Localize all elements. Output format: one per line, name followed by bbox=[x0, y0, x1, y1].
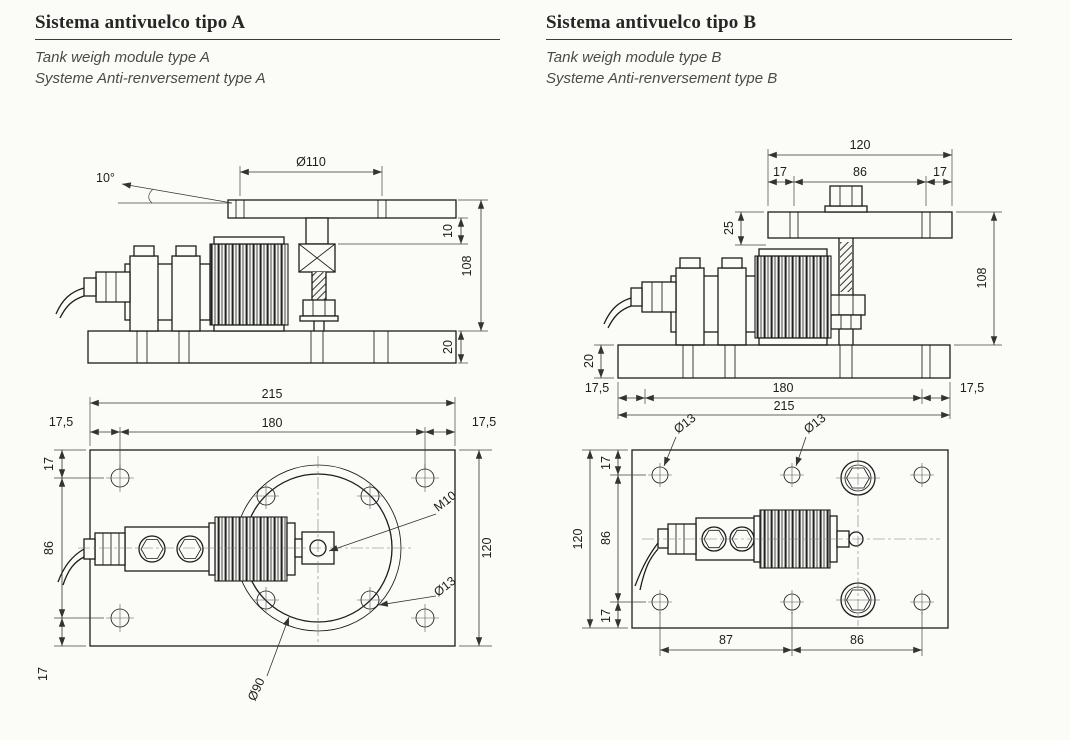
a-plan-dimensions: 215 17,5 180 17,5 17 86 17 bbox=[36, 387, 496, 703]
a-hex-bolt-head bbox=[178, 539, 202, 559]
b-clamp-bolt bbox=[717, 267, 747, 346]
a-dim-10: 10 bbox=[441, 224, 455, 238]
b-dim-86: 86 bbox=[599, 531, 613, 545]
type-a-side-view: 10° bbox=[55, 155, 488, 364]
b-dim-17-right: 17 bbox=[933, 165, 947, 179]
b-dim-86-bottom: 86 bbox=[850, 633, 864, 647]
a-dim-dia110: Ø110 bbox=[296, 155, 326, 169]
b-dim-17-bottom: 17 bbox=[599, 609, 613, 623]
b-bellows bbox=[754, 255, 832, 339]
b-dim-120-top: 120 bbox=[850, 138, 871, 152]
a-hex-bolt-head bbox=[140, 539, 164, 559]
a-load-cell-plan bbox=[57, 516, 335, 586]
title-rule-a bbox=[35, 39, 500, 40]
type-a-plan-view: 215 17,5 180 17,5 17 86 17 bbox=[36, 387, 496, 703]
b-dim-175-right: 17,5 bbox=[960, 381, 984, 395]
a-bolt-circle-holes bbox=[253, 483, 383, 613]
subtitle-fr-a: Systeme Anti-renversement type A bbox=[35, 70, 266, 87]
a-label-d90: Ø90 bbox=[245, 676, 268, 703]
b-clamp-bolt bbox=[675, 267, 705, 346]
a-bellows bbox=[209, 243, 289, 326]
a-rocker-neck bbox=[305, 217, 329, 245]
b-dim-108: 108 bbox=[975, 268, 989, 289]
b-label-d13-left: Ø13 bbox=[671, 411, 698, 437]
b-side-dimensions: 120 17 86 17 25 108 20 bbox=[582, 138, 1002, 419]
a-base-plate bbox=[87, 330, 457, 364]
b-anti-lift-bolt bbox=[824, 185, 868, 345]
a-angle-label: 10° bbox=[96, 171, 115, 185]
title-rule-b bbox=[546, 39, 1012, 40]
a-bellows-plan bbox=[214, 516, 288, 582]
a-dim-17-top: 17 bbox=[42, 457, 56, 471]
b-cable-plan bbox=[634, 542, 659, 587]
b-dim-175-left: 17,5 bbox=[585, 381, 609, 395]
b-top-plate bbox=[767, 211, 953, 239]
b-hex-nut bbox=[826, 294, 866, 316]
a-threaded-rod bbox=[312, 272, 326, 300]
b-dim-20: 20 bbox=[582, 354, 596, 368]
a-clamp-bolt bbox=[171, 255, 201, 332]
subtitle-en-a: Tank weigh module type A bbox=[35, 49, 210, 66]
a-cable-gland bbox=[95, 271, 131, 303]
b-load-cell-plan bbox=[634, 509, 864, 591]
b-cable bbox=[603, 297, 632, 325]
a-dim-17-bottom: 17 bbox=[36, 667, 50, 681]
a-top-plate bbox=[227, 199, 457, 219]
a-dim-215: 215 bbox=[262, 387, 283, 401]
b-dim-180: 180 bbox=[773, 381, 794, 395]
b-corner-holes bbox=[648, 463, 934, 614]
a-dim-175-right: 17,5 bbox=[472, 415, 496, 429]
title-type-a: Sistema antivuelco tipo A bbox=[35, 12, 246, 33]
b-dim-87: 87 bbox=[719, 633, 733, 647]
b-load-cell bbox=[603, 248, 832, 346]
a-hex-nut bbox=[302, 299, 336, 317]
b-dim-25: 25 bbox=[722, 221, 736, 235]
b-dim-17-top: 17 bbox=[599, 456, 613, 470]
a-tilt-annotation: 10° bbox=[96, 171, 233, 204]
a-dim-108: 108 bbox=[460, 256, 474, 277]
b-plan-dimensions: Ø13 Ø13 17 86 17 120 87 bbox=[571, 411, 923, 656]
b-dim-120: 120 bbox=[571, 529, 585, 550]
a-load-cell bbox=[55, 217, 339, 332]
a-dim-20: 20 bbox=[441, 340, 455, 354]
type-b-side-view: 120 17 86 17 25 108 20 bbox=[582, 138, 1002, 419]
b-dim-17-left: 17 bbox=[773, 165, 787, 179]
subtitle-en-b: Tank weigh module type B bbox=[546, 49, 722, 66]
b-hex-bolt-head bbox=[703, 529, 725, 549]
b-cable-gland bbox=[641, 281, 677, 313]
b-label-d13-mid: Ø13 bbox=[801, 411, 828, 437]
a-side-dimensions: Ø110 10 108 20 bbox=[239, 155, 488, 364]
type-b-plan-view: Ø13 Ø13 17 86 17 120 87 bbox=[571, 411, 949, 656]
a-dim-175-left: 17,5 bbox=[49, 415, 73, 429]
a-clamp-bolt bbox=[129, 255, 159, 332]
b-plan-plate bbox=[631, 449, 949, 629]
header-type-a: Sistema antivuelco tipo A Tank weigh mod… bbox=[35, 12, 500, 89]
a-cable bbox=[55, 287, 85, 315]
header-type-b: Sistema antivuelco tipo B Tank weigh mod… bbox=[546, 12, 1012, 89]
b-dim-86-top: 86 bbox=[853, 165, 867, 179]
title-type-b: Sistema antivuelco tipo B bbox=[546, 12, 757, 33]
b-dim-215: 215 bbox=[774, 399, 795, 413]
a-dim-86: 86 bbox=[42, 541, 56, 555]
subtitle-fr-b: Systeme Anti-renversement type B bbox=[546, 70, 778, 87]
b-base-plate bbox=[617, 344, 951, 379]
a-dim-120: 120 bbox=[480, 538, 494, 559]
b-bolt-head bbox=[829, 185, 863, 207]
a-dim-180: 180 bbox=[262, 416, 283, 430]
